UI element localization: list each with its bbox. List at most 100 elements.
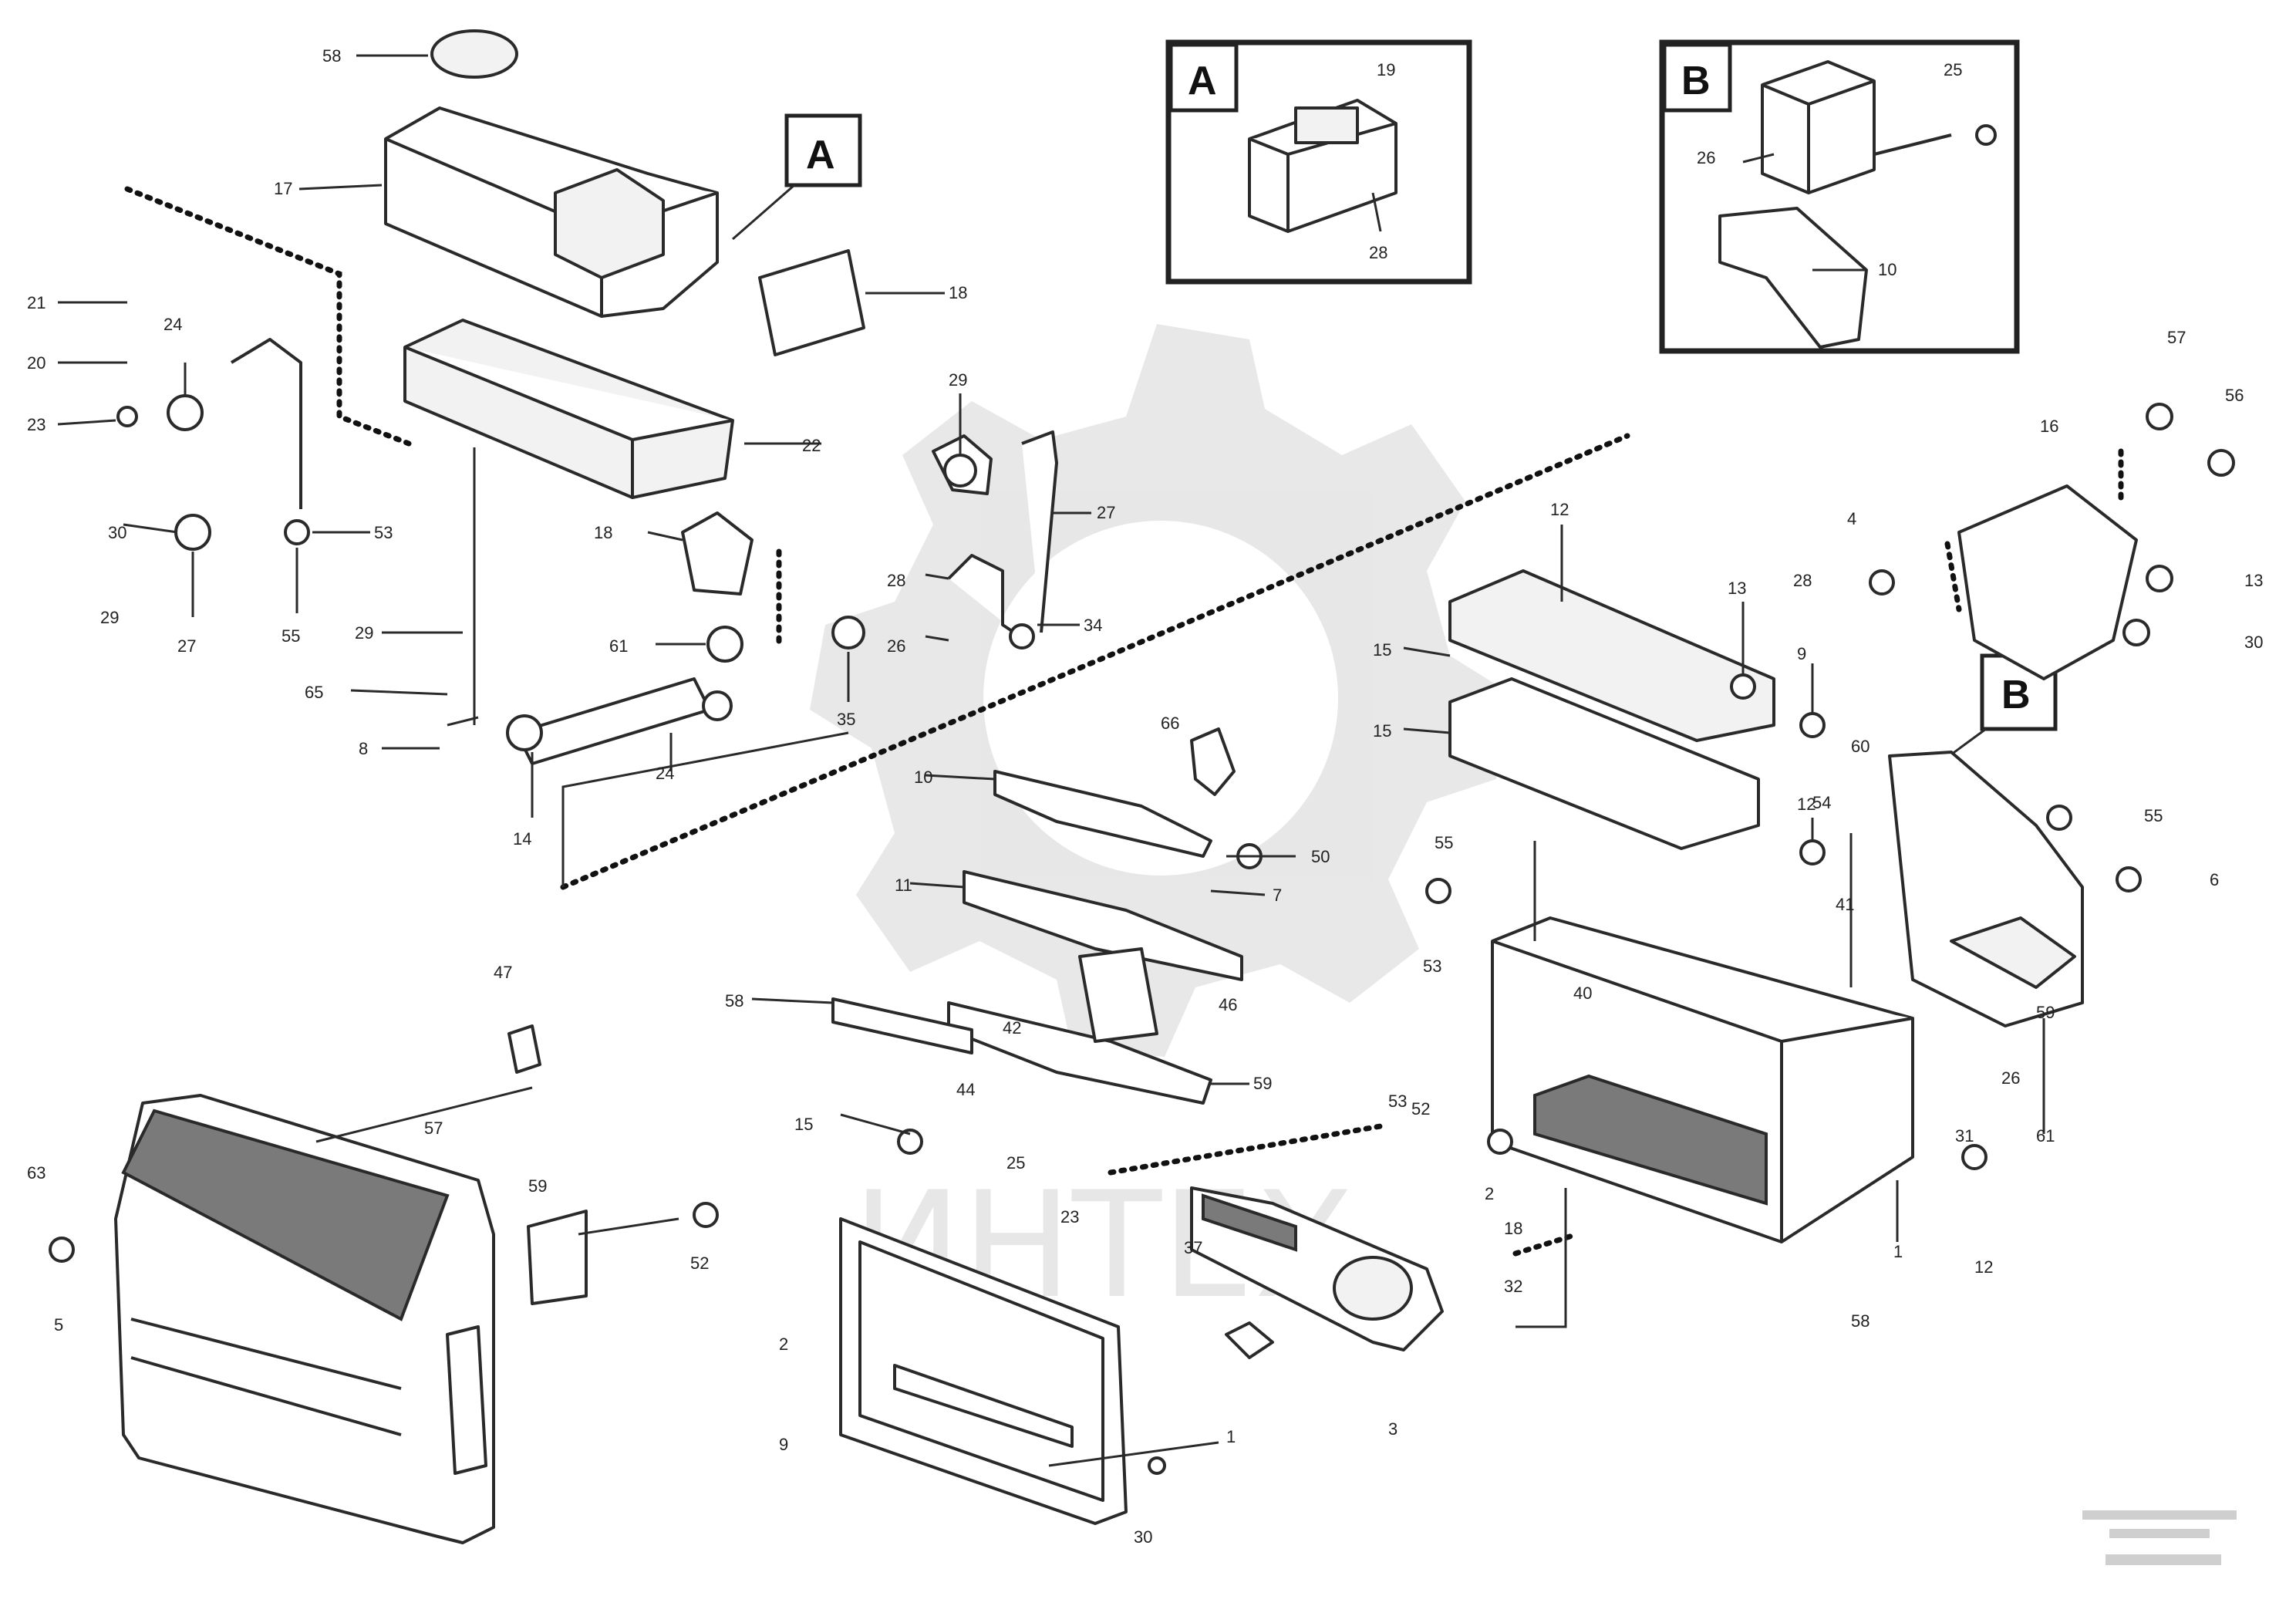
tag-b-main-label: B — [2001, 673, 2031, 717]
callout-label: 19 — [1377, 60, 1395, 79]
callout-label: 44 — [956, 1080, 975, 1099]
callout-label: 23 — [1060, 1207, 1079, 1227]
callout-label: 18 — [949, 283, 967, 302]
callout-label: 12 — [1797, 795, 1816, 814]
callout-label: 4 — [1847, 509, 1856, 528]
callout-label: 9 — [779, 1435, 788, 1454]
leader-lines — [57, 54, 1814, 1135]
callout-label: 41 — [1836, 895, 1854, 914]
reference-bar-1 — [2082, 1510, 2237, 1520]
callout-label: 56 — [2225, 386, 2244, 405]
callout-label: 27 — [1097, 503, 1115, 522]
callout-label: 25 — [1006, 1153, 1025, 1173]
callout-label: 26 — [1697, 148, 1715, 167]
watermark: ИНТЕХ — [810, 324, 1512, 1331]
callout-label: 63 — [27, 1163, 46, 1183]
callout-label: 23 — [27, 415, 46, 434]
callout-label: 59 — [2036, 1003, 2055, 1022]
callout-label: 47 — [494, 963, 512, 982]
callout-label: 12 — [1974, 1257, 1993, 1277]
callout-label: 5 — [54, 1315, 63, 1335]
screens-assembly — [831, 727, 1263, 1155]
callout-label: 15 — [1373, 721, 1391, 741]
callout-label: 18 — [594, 523, 612, 542]
callout-label: 57 — [424, 1119, 443, 1138]
callout-label: 22 — [802, 436, 821, 455]
callout-label: 16 — [2040, 417, 2058, 436]
callout-label: 34 — [1084, 616, 1102, 635]
tray-assembly — [1425, 403, 2235, 1328]
callout-label: 18 — [1504, 1219, 1522, 1238]
callout-label: 37 — [1184, 1238, 1202, 1257]
callout-label: 12 — [1550, 500, 1569, 519]
callout-label: 26 — [2001, 1068, 2020, 1088]
reference-bar-2 — [2109, 1529, 2210, 1538]
callout-label: 24 — [656, 764, 674, 783]
callout-label: 27 — [177, 636, 196, 656]
callout-labels: 58 17 18 19 28 25 26 10 21 20 23 24 22 2… — [27, 46, 2263, 1547]
callout-label: 59 — [1253, 1074, 1272, 1093]
detail-a-label: A — [1188, 59, 1217, 103]
callout-label: 15 — [1373, 640, 1391, 660]
hood-assembly — [116, 29, 1058, 887]
frame-assembly — [839, 1186, 1444, 1525]
callout-label: 65 — [305, 683, 323, 702]
callout-label: 2 — [1485, 1184, 1494, 1203]
callout-label: 15 — [794, 1115, 813, 1134]
callout-label: 30 — [2244, 633, 2263, 652]
callout-label: 29 — [355, 623, 373, 643]
dotted-dividers — [124, 186, 2124, 1257]
callout-label: 14 — [513, 829, 531, 849]
callout-label: 55 — [2144, 806, 2163, 825]
detail-box-a: A — [1165, 39, 1472, 285]
watermark-gear-icon — [810, 324, 1512, 1057]
callout-label: 28 — [1793, 571, 1812, 590]
callout-label: 32 — [1504, 1277, 1522, 1296]
callout-label: 31 — [1955, 1126, 1974, 1146]
callout-label: 3 — [1388, 1419, 1397, 1439]
callout-label: 42 — [1003, 1018, 1021, 1038]
callout-label: 28 — [887, 571, 905, 590]
callout-label: 1 — [1226, 1427, 1236, 1446]
callout-label: 20 — [27, 353, 46, 373]
callout-label: 58 — [322, 46, 341, 66]
callout-label: 58 — [725, 991, 743, 1011]
callout-label: 8 — [359, 739, 368, 758]
callout-label: 9 — [1797, 644, 1806, 663]
reference-bar-3 — [2106, 1554, 2221, 1565]
callout-label: 52 — [1411, 1099, 1430, 1119]
callout-label: 59 — [528, 1176, 547, 1196]
callout-label: 10 — [1878, 260, 1896, 279]
callout-label: 26 — [887, 636, 905, 656]
callout-label: 40 — [1573, 984, 1592, 1003]
callout-label: 61 — [609, 636, 628, 656]
callout-label: 17 — [274, 179, 292, 198]
callout-label: 24 — [164, 315, 182, 334]
callout-label: 50 — [1311, 847, 1330, 866]
callout-label: 52 — [690, 1254, 709, 1273]
callout-label: 57 — [2167, 328, 2186, 347]
callout-label: 55 — [282, 626, 300, 646]
callout-label: 55 — [1435, 833, 1453, 852]
callout-label: 53 — [1423, 957, 1441, 976]
callout-label: 35 — [837, 710, 855, 729]
callout-label: 58 — [1851, 1311, 1870, 1331]
callout-label: 30 — [108, 523, 126, 542]
tag-a-main: A — [732, 113, 862, 241]
callout-label: 60 — [1851, 737, 1870, 756]
callout-label: 25 — [1944, 60, 1962, 79]
callout-label: 2 — [779, 1335, 788, 1354]
callout-label: 29 — [100, 608, 119, 627]
callout-label: 54 — [1812, 793, 1831, 812]
callout-label: 7 — [1273, 886, 1282, 905]
callout-label: 11 — [895, 876, 912, 895]
detail-b-label: B — [1681, 59, 1711, 103]
callout-label: 28 — [1369, 243, 1387, 262]
callout-label: 30 — [1134, 1527, 1152, 1547]
callout-label: 13 — [1728, 579, 1746, 598]
detail-box-b: B — [1659, 39, 2020, 354]
callout-label: 10 — [914, 768, 932, 787]
callout-label: 1 — [1893, 1242, 1903, 1261]
panel-assembly — [49, 1024, 719, 1544]
